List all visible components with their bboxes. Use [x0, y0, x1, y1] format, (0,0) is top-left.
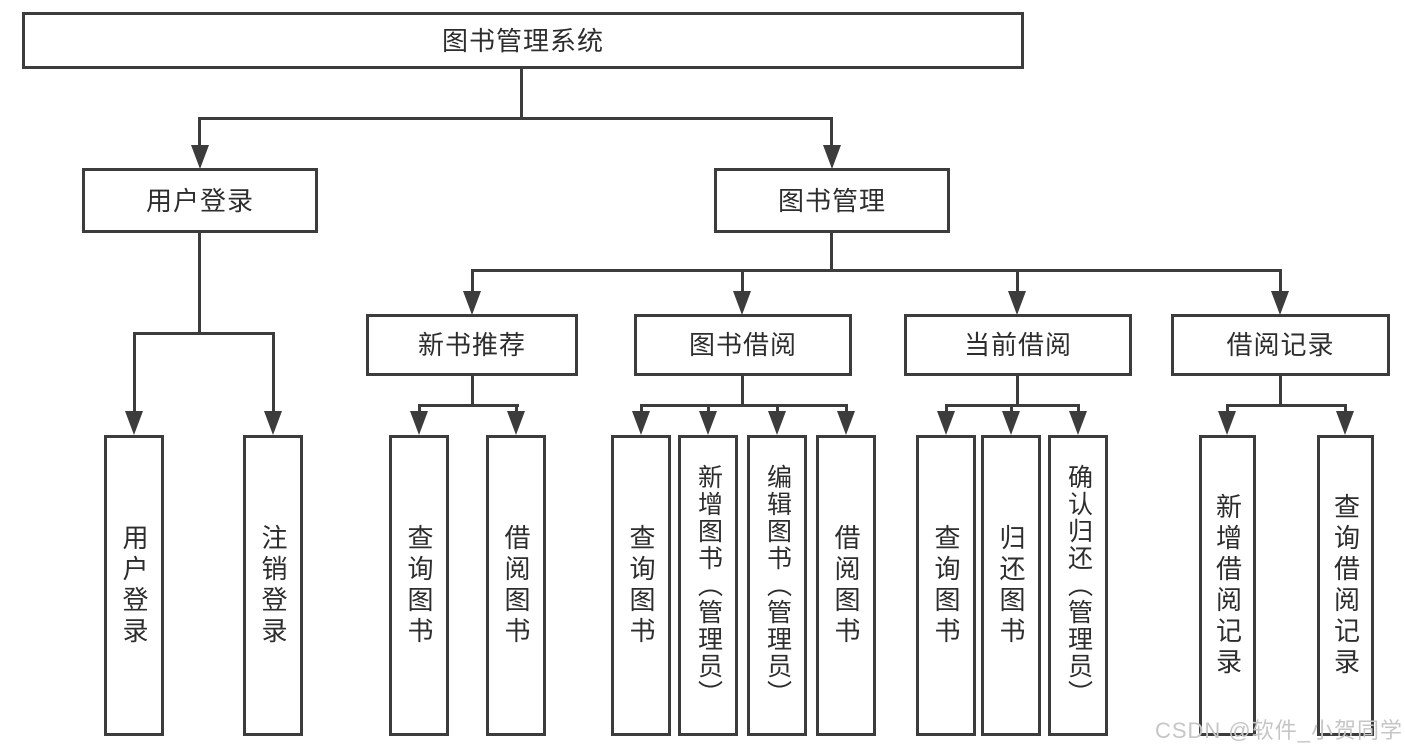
leaf-label: 借阅图书 — [831, 523, 861, 648]
leaf-label: 用户登录 — [119, 523, 149, 648]
leaf-add-book-admin: 新增图书（管理员） — [678, 435, 738, 736]
node-label: 图书管理系统 — [441, 25, 604, 56]
connector-line — [741, 376, 744, 407]
connector-line — [741, 269, 744, 294]
connector-line — [133, 332, 275, 335]
connector-line — [198, 117, 833, 120]
connector-line — [1279, 269, 1282, 294]
arrowhead-down-icon — [264, 411, 282, 435]
connector-line — [471, 269, 474, 294]
node-book-management: 图书管理 — [714, 168, 950, 233]
arrowhead-down-icon — [191, 145, 209, 169]
leaf-add-borrow-record: 新增借阅记录 — [1199, 435, 1256, 736]
arrowhead-down-icon — [632, 411, 650, 435]
arrowhead-down-icon — [125, 411, 143, 435]
node-library-management-system: 图书管理系统 — [22, 12, 1024, 69]
leaf-search-books-current: 查询图书 — [916, 435, 976, 736]
leaf-borrow-books-recommend: 借阅图书 — [486, 435, 546, 736]
connector-line — [707, 404, 710, 416]
leaf-label: 归还图书 — [996, 523, 1026, 648]
node-label: 新书推荐 — [417, 330, 526, 360]
connector-line — [830, 232, 833, 272]
leaf-label: 查询图书 — [404, 523, 434, 648]
connector-line — [520, 68, 523, 120]
connector-line — [1279, 376, 1282, 407]
arrowhead-down-icon — [1336, 411, 1354, 435]
leaf-label: 编辑图书（管理员） — [763, 464, 792, 707]
arrowhead-down-icon — [1069, 411, 1087, 435]
leaf-label: 查询图书 — [931, 523, 961, 648]
leaf-borrow-books: 借阅图书 — [816, 435, 876, 736]
connector-line — [830, 117, 833, 147]
connector-line — [133, 332, 136, 412]
connector-line — [1077, 404, 1080, 416]
connector-line — [845, 404, 848, 416]
leaf-label: 新增图书（管理员） — [694, 464, 723, 707]
arrowhead-down-icon — [937, 411, 955, 435]
leaf-label: 注销登录 — [258, 523, 288, 648]
arrowhead-down-icon — [768, 411, 786, 435]
leaf-confirm-return-admin: 确认归还（管理员） — [1048, 435, 1108, 736]
leaf-search-books-recommend: 查询图书 — [389, 435, 449, 736]
arrowhead-down-icon — [1218, 411, 1236, 435]
connector-line — [471, 269, 1282, 272]
leaf-return-book: 归还图书 — [981, 435, 1041, 736]
leaf-logout: 注销登录 — [243, 435, 303, 736]
connector-line — [418, 404, 421, 416]
csdn-watermark: CSDN @软件_小贺同学 — [1154, 718, 1403, 743]
arrowhead-down-icon — [1271, 291, 1289, 315]
leaf-label: 确认归还（管理员） — [1064, 464, 1093, 707]
connector-line — [1010, 404, 1013, 416]
arrowhead-down-icon — [507, 411, 525, 435]
arrowhead-down-icon — [823, 145, 841, 169]
node-label: 用户登录 — [145, 185, 254, 216]
connector-line — [1226, 404, 1229, 416]
node-label: 图书管理 — [777, 185, 886, 216]
arrowhead-down-icon — [463, 291, 481, 315]
connector-line — [640, 404, 848, 407]
node-user-login: 用户登录 — [82, 168, 318, 233]
node-current-borrowing: 当前借阅 — [904, 314, 1132, 376]
leaf-user-login: 用户登录 — [104, 435, 164, 736]
arrowhead-down-icon — [733, 291, 751, 315]
arrowhead-down-icon — [837, 411, 855, 435]
leaf-search-borrow-record: 查询借阅记录 — [1317, 435, 1374, 736]
leaf-label: 新增借阅记录 — [1212, 492, 1243, 679]
arrowhead-down-icon — [1002, 411, 1020, 435]
node-borrowing-records: 借阅记录 — [1171, 314, 1390, 376]
connector-line — [198, 232, 201, 335]
node-label: 借阅记录 — [1226, 330, 1335, 360]
arrowhead-down-icon — [410, 411, 428, 435]
arrowhead-down-icon — [1008, 291, 1026, 315]
connector-line — [1016, 376, 1019, 407]
connector-line — [945, 404, 948, 416]
leaf-label: 借阅图书 — [501, 523, 531, 648]
connector-line — [640, 404, 643, 416]
connector-line — [471, 376, 474, 407]
leaf-label: 查询借阅记录 — [1330, 492, 1361, 679]
node-label: 当前借阅 — [963, 330, 1072, 360]
node-new-book-recommend: 新书推荐 — [366, 314, 578, 376]
connector-line — [272, 332, 275, 412]
connector-line — [515, 404, 518, 416]
node-label: 图书借阅 — [688, 330, 797, 360]
connector-line — [776, 404, 779, 416]
connector-line — [198, 117, 201, 147]
connector-line — [1226, 404, 1347, 407]
leaf-edit-book-admin: 编辑图书（管理员） — [747, 435, 807, 736]
connector-line — [1344, 404, 1347, 416]
arrowhead-down-icon — [699, 411, 717, 435]
connector-line — [418, 404, 519, 407]
leaf-label: 查询图书 — [626, 523, 656, 648]
leaf-search-books-borrowing: 查询图书 — [611, 435, 671, 736]
node-book-borrowing: 图书借阅 — [634, 314, 852, 376]
connector-line — [1016, 269, 1019, 294]
